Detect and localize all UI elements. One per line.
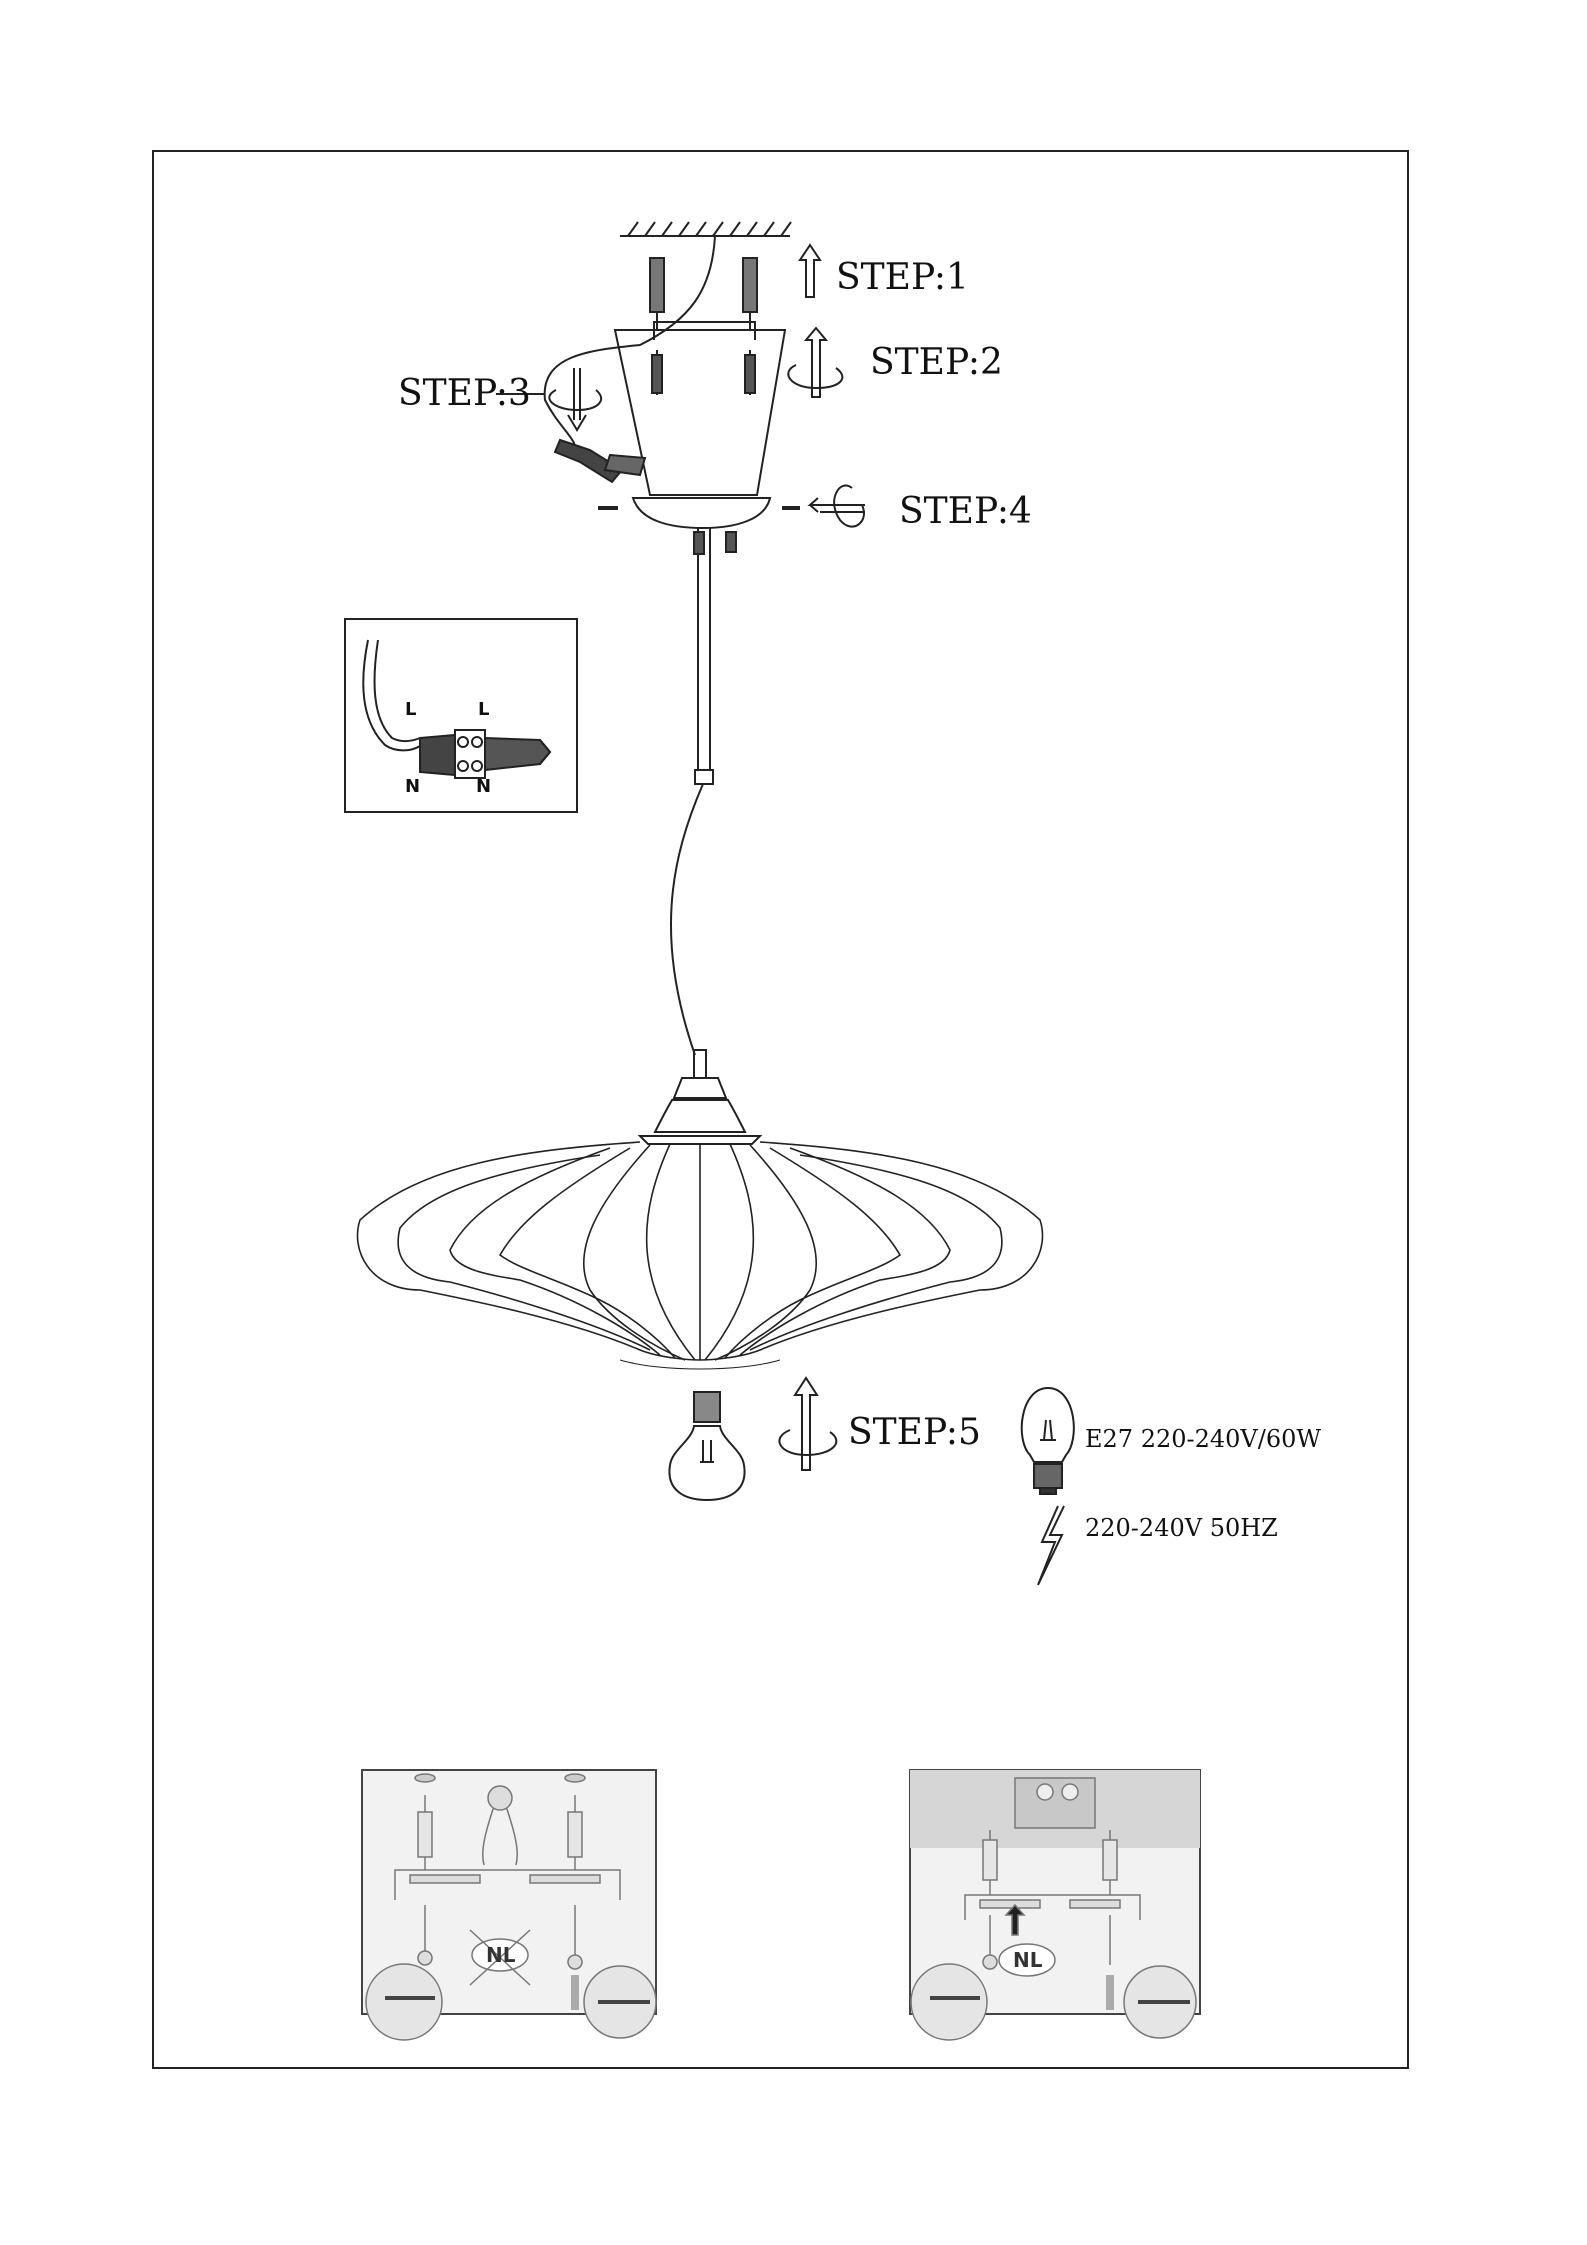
step1-label: STEP:1 xyxy=(836,257,969,298)
wire-neutral-left: N xyxy=(405,776,420,797)
ceiling-screw-left xyxy=(652,350,662,395)
bulb-spec: E27 220-240V/60W xyxy=(1085,1425,1321,1453)
wiring-inset xyxy=(345,619,577,812)
terminal-block xyxy=(555,440,645,482)
rotate-icon-step2 xyxy=(788,328,842,397)
rotate-icon-step5 xyxy=(779,1378,836,1470)
step4-label: STEP:4 xyxy=(899,491,1032,532)
ceiling-line xyxy=(620,222,791,236)
wire-neutral-right: N xyxy=(476,776,491,797)
step2-label: STEP:2 xyxy=(870,342,1003,383)
reference-bulb xyxy=(1015,1388,1073,1494)
mount-panel-right xyxy=(910,1770,1200,2040)
step3-label: STEP:3 xyxy=(398,373,531,414)
nl-badge-crossed: NL xyxy=(486,1943,516,1967)
arrow-up-icon xyxy=(800,245,820,297)
rotate-icon-step4 xyxy=(810,486,865,527)
mains-cable xyxy=(545,236,715,455)
lamp-shade xyxy=(358,1142,1043,1369)
step5-label: STEP:5 xyxy=(848,1412,981,1453)
canopy-base xyxy=(633,498,770,528)
ceiling-screw-right xyxy=(745,350,755,395)
suspension-rod xyxy=(694,528,736,784)
shade-cap xyxy=(640,1050,760,1144)
ceiling-plug-right xyxy=(743,258,757,330)
wire-live-right: L xyxy=(478,699,489,720)
ceiling-plug-left xyxy=(650,258,664,330)
power-spec: 220-240V 50HZ xyxy=(1085,1514,1278,1542)
mount-panel-left xyxy=(362,1770,656,2040)
wire-live-left: L xyxy=(405,699,416,720)
suspension-cable xyxy=(671,784,703,1055)
bulb-step5 xyxy=(669,1392,744,1500)
lightning-icon xyxy=(1038,1506,1064,1585)
nl-badge: NL xyxy=(1013,1948,1043,1972)
